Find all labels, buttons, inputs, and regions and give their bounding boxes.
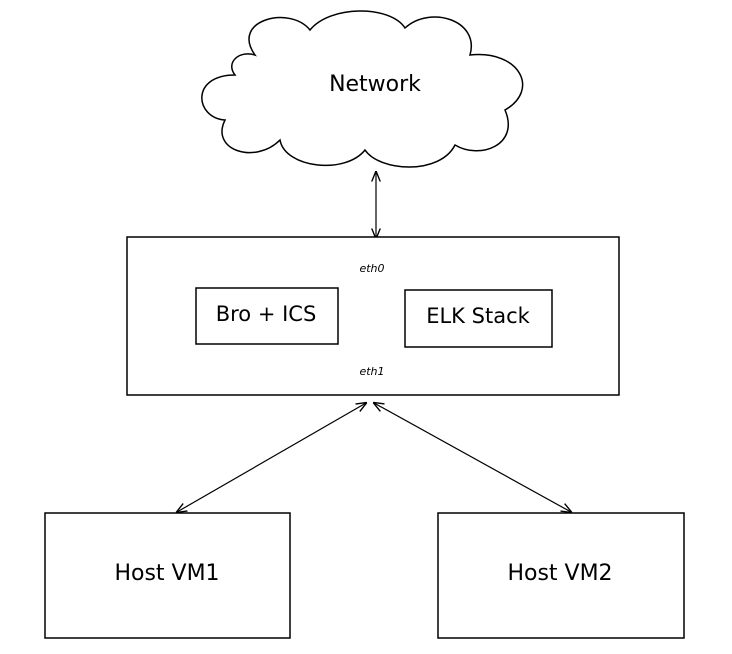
cloud-label: Network xyxy=(329,72,421,97)
host-label: Host VM1 xyxy=(114,561,219,586)
host-vm2: Host VM2 xyxy=(437,512,685,639)
cloud-shape xyxy=(201,10,524,168)
component-box xyxy=(195,287,339,345)
host-box xyxy=(437,512,685,639)
eth0-label: eth0 xyxy=(359,262,384,275)
server-box: eth0 eth1 Bro + ICS ELK Stack xyxy=(126,236,620,396)
component-elk-stack: ELK Stack xyxy=(404,289,553,348)
component-label: Bro + ICS xyxy=(216,302,317,326)
component-label: ELK Stack xyxy=(426,304,530,328)
component-bro-ics: Bro + ICS xyxy=(195,287,339,345)
eth1-label: eth1 xyxy=(359,365,384,378)
host-label: Host VM2 xyxy=(507,561,612,586)
host-box xyxy=(44,512,291,639)
server-host1-arrow xyxy=(177,403,366,512)
component-box xyxy=(404,289,553,348)
server-host2-arrow xyxy=(374,403,571,512)
host-vm1: Host VM1 xyxy=(44,512,291,639)
network-cloud: Network xyxy=(201,10,524,168)
